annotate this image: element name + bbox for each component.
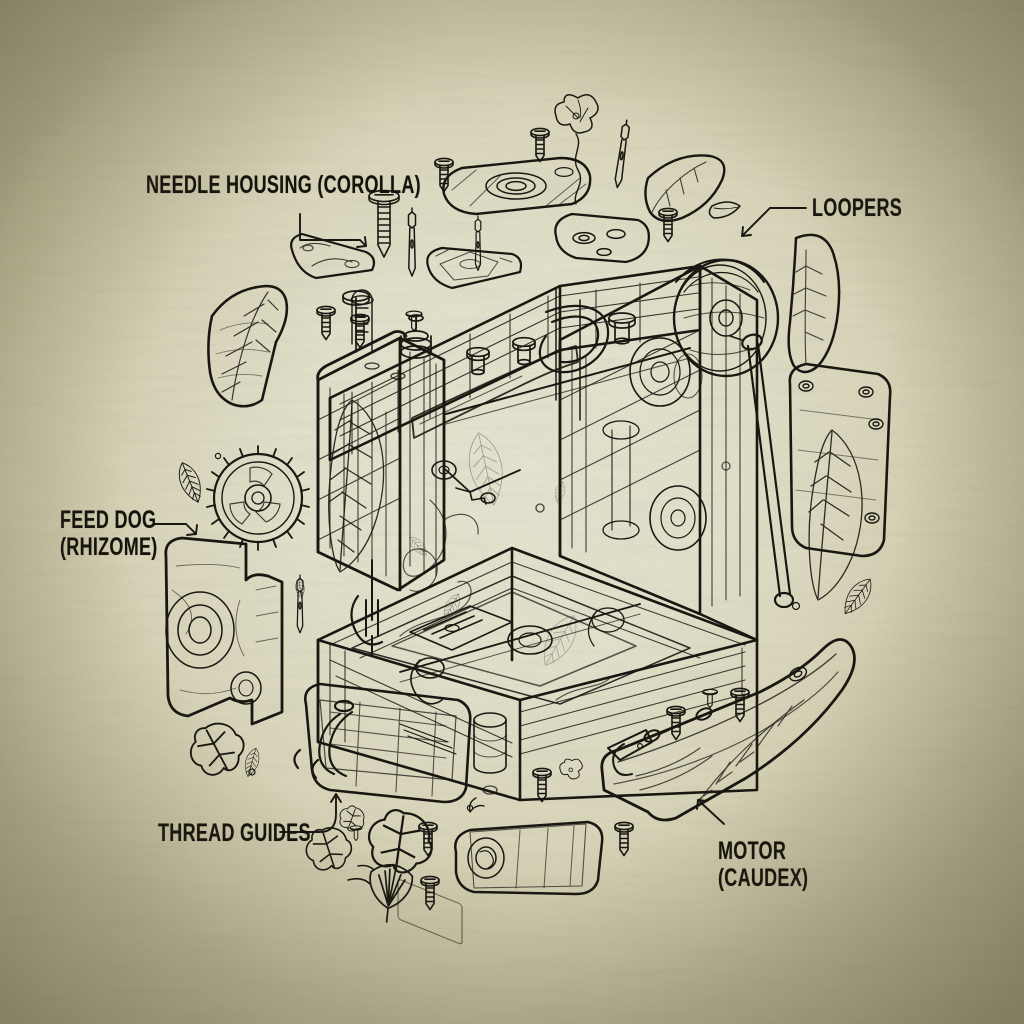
label-loopers: LOOPERS xyxy=(812,195,902,222)
label-feed-dog-line2: (RHIZOME) xyxy=(60,533,158,561)
label-feed-dog-line1: FEED DOG xyxy=(60,507,158,534)
label-feed-dog: FEED DOG (RHIZOME) xyxy=(60,507,158,560)
label-thread-guides-line1: THREAD GUIDES xyxy=(158,820,311,847)
leader-lines xyxy=(153,207,807,833)
label-loopers-line1: LOOPERS xyxy=(812,195,902,222)
label-motor-line1: MOTOR xyxy=(718,838,808,865)
label-thread-guides: THREAD GUIDES xyxy=(158,820,311,847)
label-needle-housing: NEEDLE HOUSING (COROLLA) xyxy=(146,172,421,199)
label-needle-housing-line1: NEEDLE HOUSING (COROLLA) xyxy=(146,172,421,199)
label-motor: MOTOR (CAUDEX) xyxy=(718,838,808,891)
label-motor-line2: (CAUDEX) xyxy=(718,864,808,892)
